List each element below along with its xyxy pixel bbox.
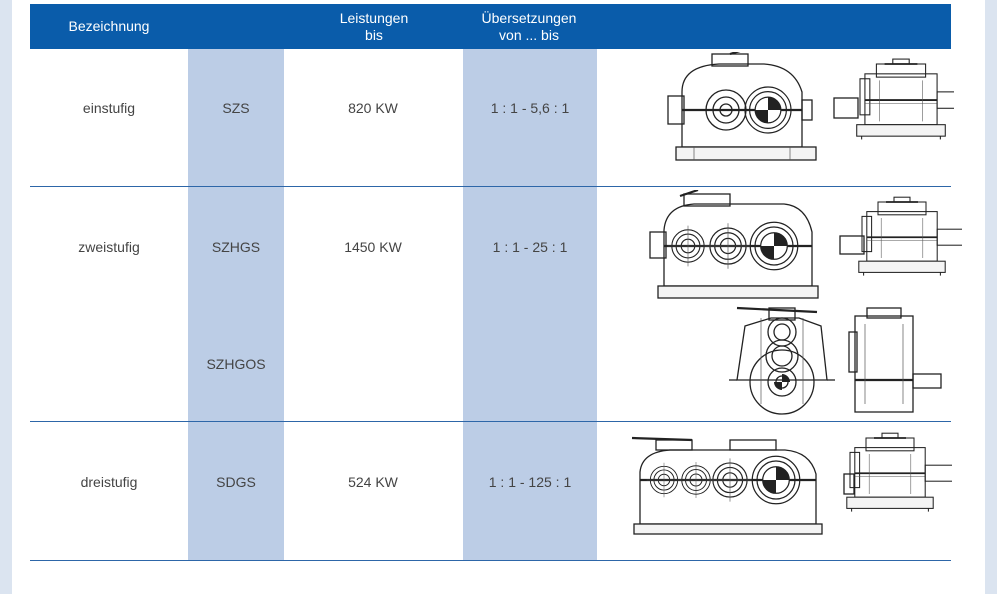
ratio-column-stripe bbox=[463, 49, 597, 561]
header-bezeichnung: Bezeichnung bbox=[68, 18, 150, 34]
gearbox-szhgs-drawing bbox=[644, 190, 962, 305]
row-2-stufe: zweistufig bbox=[78, 239, 140, 255]
gearbox-sdgs-drawing bbox=[630, 428, 952, 538]
row-3-leistung: 524 KW bbox=[348, 474, 398, 490]
page: Bezeichnung Leistungen bis Übersetzungen… bbox=[12, 0, 985, 594]
row-2-type-1: SZHGS bbox=[211, 239, 261, 255]
row-1-stufe: einstufig bbox=[82, 100, 136, 116]
row-2-leistung: 1450 KW bbox=[344, 239, 402, 255]
row-1-leistung: 820 KW bbox=[348, 100, 398, 116]
row-divider bbox=[30, 186, 951, 187]
gearbox-szs-drawing bbox=[664, 52, 954, 167]
row-1-uebersetzung: 1 : 1 - 5,6 : 1 bbox=[490, 100, 570, 116]
row-3-uebersetzung: 1 : 1 - 125 : 1 bbox=[488, 474, 572, 490]
row-1-type: SZS bbox=[222, 100, 250, 116]
header-uebersetzungen: Übersetzungen von ... bis bbox=[481, 9, 577, 43]
table-header: Bezeichnung Leistungen bis Übersetzungen… bbox=[30, 4, 951, 49]
header-leistungen: Leistungen bis bbox=[339, 9, 409, 43]
gearbox-szhgos-drawing bbox=[717, 304, 947, 419]
row-3-stufe: dreistufig bbox=[80, 474, 138, 490]
row-3-type: SDGS bbox=[216, 474, 256, 490]
type-column-stripe bbox=[188, 49, 284, 561]
row-2-uebersetzung: 1 : 1 - 25 : 1 bbox=[492, 239, 568, 255]
row-divider bbox=[30, 421, 951, 422]
row-divider bbox=[30, 560, 951, 561]
row-2-type-2: SZHGOS bbox=[206, 356, 266, 372]
